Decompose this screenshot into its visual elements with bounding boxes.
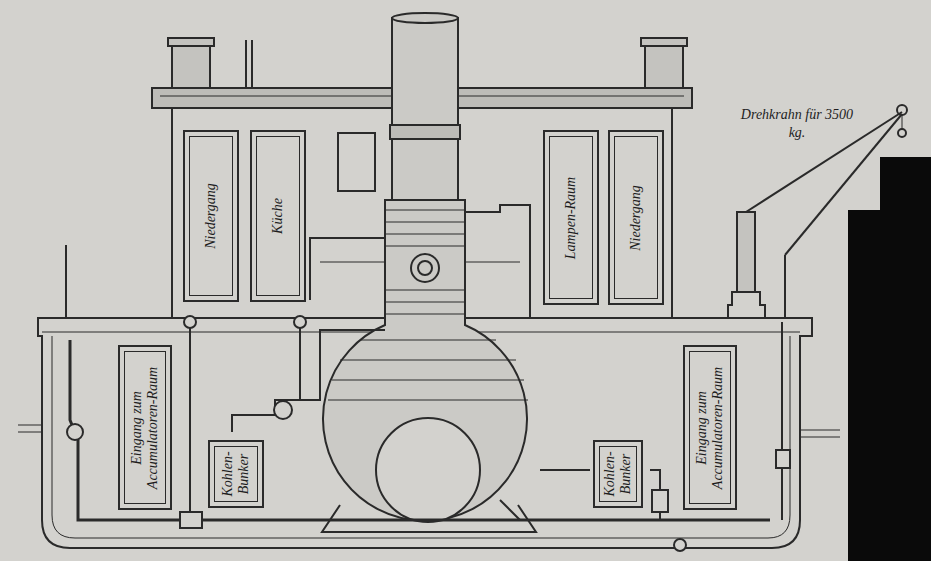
room-label: Lampen-Raum (563, 138, 579, 297)
room-panel: Kohlen-Bunker (208, 440, 264, 508)
room-label: Kohlen-Bunker (602, 448, 634, 500)
room-panel: Niedergang (183, 130, 239, 302)
room-panel: Küche (250, 130, 306, 302)
room-panel: Niedergang (608, 130, 664, 305)
room-label: Küche (270, 138, 286, 294)
room-label: Kohlen-Bunker (220, 448, 252, 500)
room-panel: Kohlen-Bunker (593, 440, 643, 508)
crane-label: Drehkrahn für 3500 kg. (738, 106, 856, 142)
room-panel: Eingang zum Accumulatoren-Raum (683, 345, 737, 510)
room-label: Niedergang (628, 138, 644, 297)
room-panel: Lampen-Raum (543, 130, 599, 305)
room-label: Eingang zum Accumulatoren-Raum (694, 353, 726, 502)
room-label: Eingang zum Accumulatoren-Raum (129, 353, 161, 502)
room-label: Niedergang (203, 138, 219, 294)
room-panel: Eingang zum Accumulatoren-Raum (118, 345, 172, 510)
